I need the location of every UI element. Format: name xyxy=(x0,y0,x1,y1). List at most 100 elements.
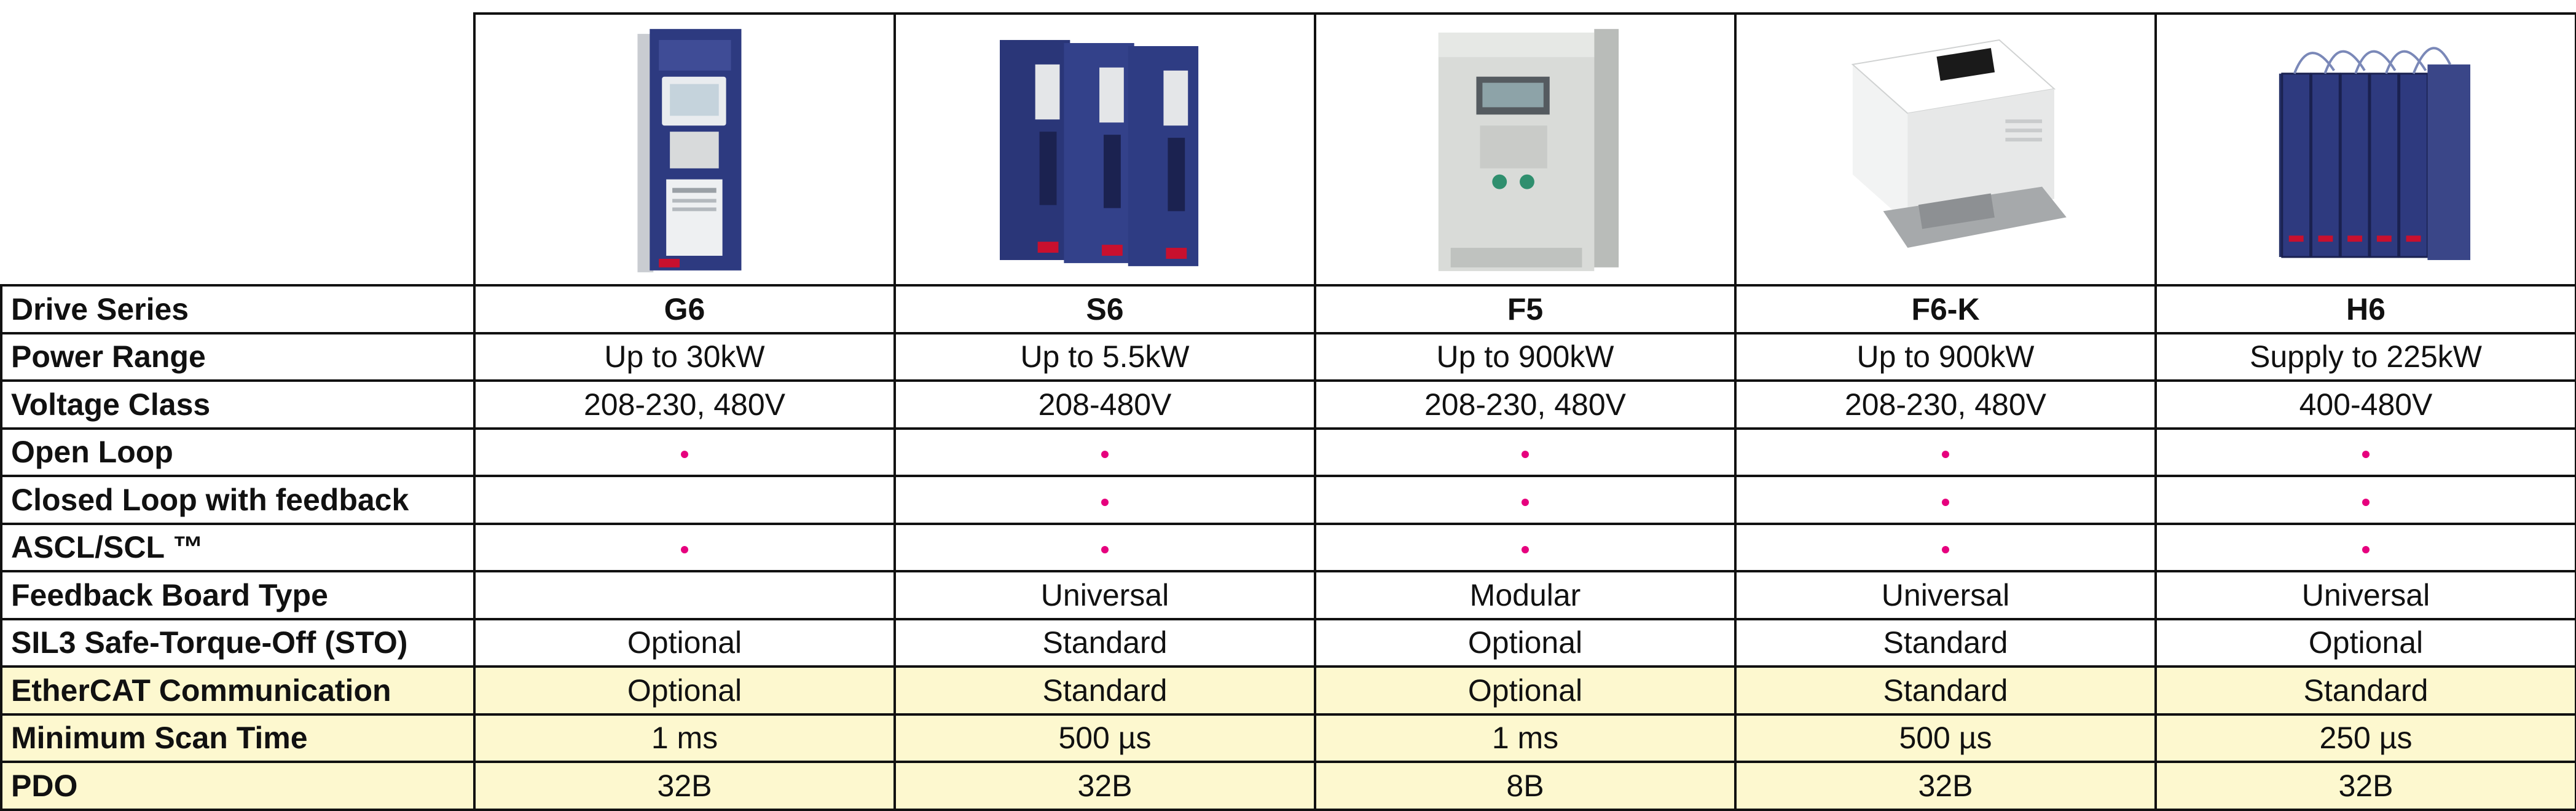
row-label: Drive Series xyxy=(0,284,476,334)
feature-cell xyxy=(893,427,1316,477)
row-label: PDO xyxy=(0,761,476,811)
feature-cell xyxy=(1314,427,1737,477)
spec-value: 500 µs xyxy=(893,713,1316,763)
supported-dot-icon xyxy=(1101,498,1109,506)
spec-value: Up to 900kW xyxy=(1314,331,1737,382)
spec-value: 32B xyxy=(893,761,1316,811)
feature-cell xyxy=(2154,522,2576,572)
spec-value: 208-480V xyxy=(893,379,1316,430)
spec-value: Optional xyxy=(473,665,896,716)
spec-value: 250 µs xyxy=(2154,713,2576,763)
spec-value: 208-230, 480V xyxy=(473,379,896,430)
drive-series-name: S6 xyxy=(893,284,1316,334)
product-image-cell xyxy=(473,12,896,287)
row-label: EtherCAT Communication xyxy=(0,665,476,716)
f5-drive-image xyxy=(1438,29,1619,271)
feature-cell xyxy=(1314,475,1737,525)
spec-value: Standard xyxy=(1734,617,2157,668)
product-image-cell xyxy=(893,12,1316,287)
f6k-drive-image xyxy=(1851,39,2067,248)
supported-dot-icon xyxy=(1942,546,1949,554)
spec-value: 32B xyxy=(1734,761,2157,811)
spec-value: 400-480V xyxy=(2154,379,2576,430)
corner-blank-cell xyxy=(1,14,476,287)
spec-value: 8B xyxy=(1314,761,1737,811)
spec-value: Universal xyxy=(2154,570,2576,620)
spec-value: 1 ms xyxy=(473,713,896,763)
row-label: Minimum Scan Time xyxy=(0,713,476,763)
supported-dot-icon xyxy=(2362,498,2370,506)
row-label: Power Range xyxy=(0,331,476,382)
product-image-cell xyxy=(1734,12,2157,287)
supported-dot-icon xyxy=(1101,546,1109,554)
feature-cell xyxy=(1734,522,2157,572)
supported-dot-icon xyxy=(681,451,688,459)
feature-cell xyxy=(2154,475,2576,525)
feature-cell xyxy=(473,427,896,477)
supported-dot-icon xyxy=(1942,451,1949,459)
row-label: Open Loop xyxy=(0,427,476,477)
spec-value: Supply to 225kW xyxy=(2154,331,2576,382)
spec-value: Optional xyxy=(1314,617,1737,668)
row-label: ASCL/SCL ™ xyxy=(0,522,476,572)
feature-cell xyxy=(473,475,896,525)
supported-dot-icon xyxy=(681,546,688,554)
feature-cell xyxy=(1734,475,2157,525)
spec-value: Universal xyxy=(893,570,1316,620)
spec-value: Optional xyxy=(2154,617,2576,668)
drive-series-name: G6 xyxy=(473,284,896,334)
spec-row: Closed Loop with feedback xyxy=(0,475,2576,525)
supported-dot-icon xyxy=(1942,498,1949,506)
g6-drive-image xyxy=(637,29,742,272)
row-label: Voltage Class xyxy=(0,379,476,430)
spec-value: Standard xyxy=(1734,665,2157,716)
product-image-cell xyxy=(1314,12,1737,287)
spec-value: Optional xyxy=(473,617,896,668)
spec-value: 500 µs xyxy=(1734,713,2157,763)
spec-value xyxy=(473,570,896,620)
h6-drive-image xyxy=(2279,47,2470,260)
spec-value: 208-230, 480V xyxy=(1314,379,1737,430)
spec-value: Standard xyxy=(2154,665,2576,716)
product-image-row xyxy=(1,12,2576,287)
supported-dot-icon xyxy=(1101,451,1109,459)
feature-cell xyxy=(1734,427,2157,477)
spec-value: Standard xyxy=(893,617,1316,668)
spec-row: Open Loop xyxy=(0,427,2576,477)
feature-cell xyxy=(1314,522,1737,572)
product-image-cell xyxy=(2154,12,2576,287)
spec-value: Universal xyxy=(1734,570,2157,620)
spec-value: 208-230, 480V xyxy=(1734,379,2157,430)
spec-value: Up to 5.5kW xyxy=(893,331,1316,382)
spec-value: 32B xyxy=(473,761,896,811)
spec-row: ASCL/SCL ™ xyxy=(0,522,2576,572)
spec-value: Up to 900kW xyxy=(1734,331,2157,382)
s6-drive-image xyxy=(1000,40,1199,266)
drive-series-name: F6-K xyxy=(1734,284,2157,334)
row-label: Closed Loop with feedback xyxy=(0,475,476,525)
spec-value: Optional xyxy=(1314,665,1737,716)
row-label: SIL3 Safe-Torque-Off (STO) xyxy=(0,617,476,668)
spec-value: 1 ms xyxy=(1314,713,1737,763)
spec-value: Up to 30kW xyxy=(473,331,896,382)
drive-series-name: F5 xyxy=(1314,284,1737,334)
row-label: Feedback Board Type xyxy=(0,570,476,620)
spec-value: Standard xyxy=(893,665,1316,716)
supported-dot-icon xyxy=(2362,546,2370,554)
supported-dot-icon xyxy=(1522,498,1529,506)
feature-cell xyxy=(893,522,1316,572)
spec-value: 32B xyxy=(2154,761,2576,811)
supported-dot-icon xyxy=(1522,451,1529,459)
supported-dot-icon xyxy=(1522,546,1529,554)
drive-series-name: H6 xyxy=(2154,284,2576,334)
spec-value: Modular xyxy=(1314,570,1737,620)
